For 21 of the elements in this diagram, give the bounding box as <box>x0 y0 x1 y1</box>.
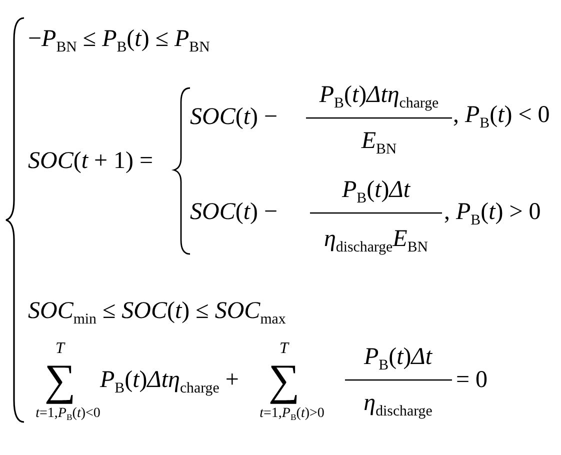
equation-text: −P$_{BN}$ ≤ P$_{B}$(t) ≤ P$_{BN}$ <box>28 26 210 54</box>
equation-text: = 0 <box>456 367 488 395</box>
equation-text: P$_{B}$(t)Δtη$_{charge}$ + <box>100 367 239 395</box>
summation-sign: ∑ <box>44 356 76 406</box>
summation-limit: T <box>280 340 288 358</box>
fraction-numerator: P$_{B}$(t)Δt <box>342 177 410 205</box>
fraction-denominator: E$_{BN}$ <box>361 128 397 156</box>
equation-text: , P$_{B}$(t) > 0 <box>444 199 541 227</box>
equation-text: SOC(t) − <box>190 199 278 227</box>
equation-text: , P$_{B}$(t) < 0 <box>453 102 550 130</box>
equation-text: SOC(t + 1) = <box>28 148 154 176</box>
fraction-denominator: η$_{discharge}$ <box>364 390 432 418</box>
summation-limit: T <box>56 340 64 358</box>
equation-text: SOC(t) − <box>190 104 278 132</box>
equation-text: SOC$_{min}$ ≤ SOC(t) ≤ SOC$_{max}$ <box>28 298 286 326</box>
summation-sign: ∑ <box>268 356 300 406</box>
fraction-numerator: P$_{B}$(t)Δt <box>364 344 432 372</box>
summation-limit: t=1,P$_{B}$(t)<0 <box>36 406 100 422</box>
summation-limit: t=1,P$_{B}$(t)>0 <box>260 406 324 422</box>
fraction-denominator: η$_{discharge}$E$_{BN}$ <box>324 226 428 254</box>
fraction-numerator: P$_{B}$(t)Δtη$_{charge}$ <box>319 82 439 110</box>
